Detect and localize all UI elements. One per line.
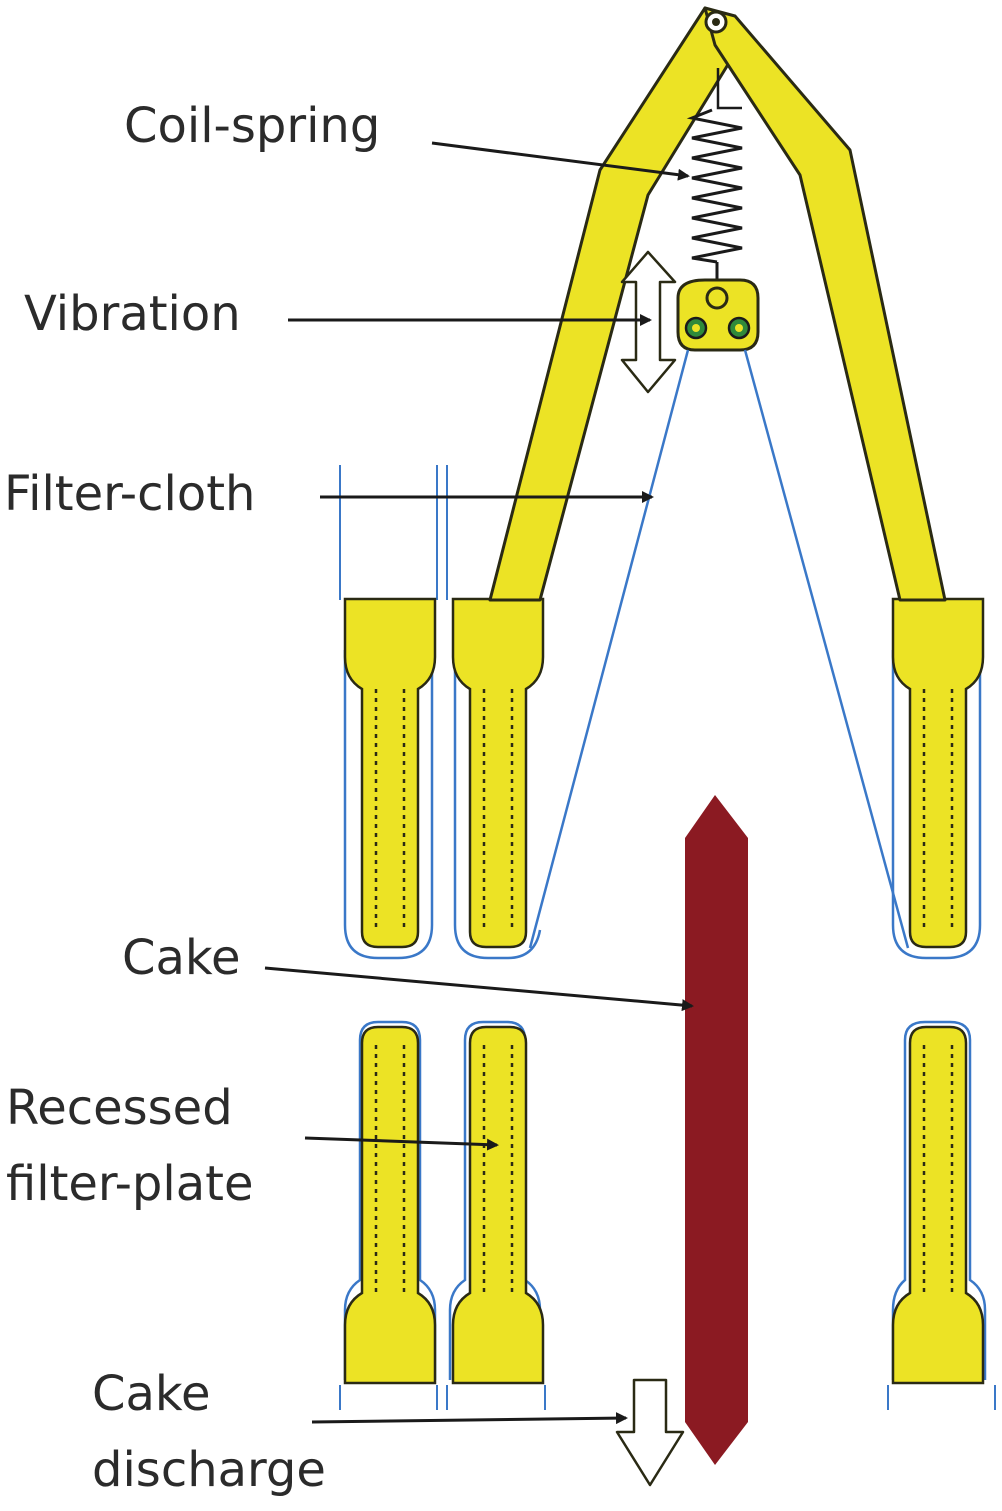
label-recessed-filter-plate-line1: Recessed: [6, 1080, 233, 1136]
upper-plate-3: [891, 597, 985, 949]
filter-cloth-hanging: [528, 349, 910, 949]
lower-plate-1: [343, 1025, 437, 1385]
lower-plate-2: [451, 1025, 545, 1385]
label-coil-spring: Coil-spring: [124, 98, 381, 154]
cake-discharge-leader: [311, 1412, 628, 1425]
lifting-arms: [488, 6, 947, 602]
label-cake-discharge-line2: discharge: [92, 1442, 326, 1498]
right-arm: [703, 6, 947, 602]
vibrator-block: [676, 278, 760, 352]
label-cake-discharge-line1: Cake: [92, 1366, 211, 1422]
label-filter-cloth: Filter-cloth: [4, 466, 256, 522]
coil-spring-leader: [431, 141, 690, 181]
spring-coils: [686, 108, 743, 264]
up-down-arrow-icon: [620, 250, 677, 394]
cake: [685, 795, 748, 1465]
cake-leader: [264, 966, 694, 1012]
upper-plate-1: [343, 597, 437, 949]
label-vibration: Vibration: [24, 286, 241, 342]
label-recessed-filter-plate-line2: filter-plate: [6, 1156, 254, 1212]
lower-filter-plates: [343, 1025, 985, 1385]
recessed-plate-leader: [304, 1136, 499, 1151]
frame-lines: [339, 465, 996, 1410]
label-cake: Cake: [122, 930, 241, 986]
upper-plate-2: [451, 597, 545, 949]
leader-lines: [264, 141, 694, 1425]
upper-filter-plates: [343, 597, 985, 949]
spring-bracket: [716, 68, 742, 110]
filter-cloth-wrap-upper: [343, 650, 982, 960]
down-arrow-icon: [615, 1378, 685, 1487]
filter-cloth-wrap-lower: [343, 1020, 987, 1380]
